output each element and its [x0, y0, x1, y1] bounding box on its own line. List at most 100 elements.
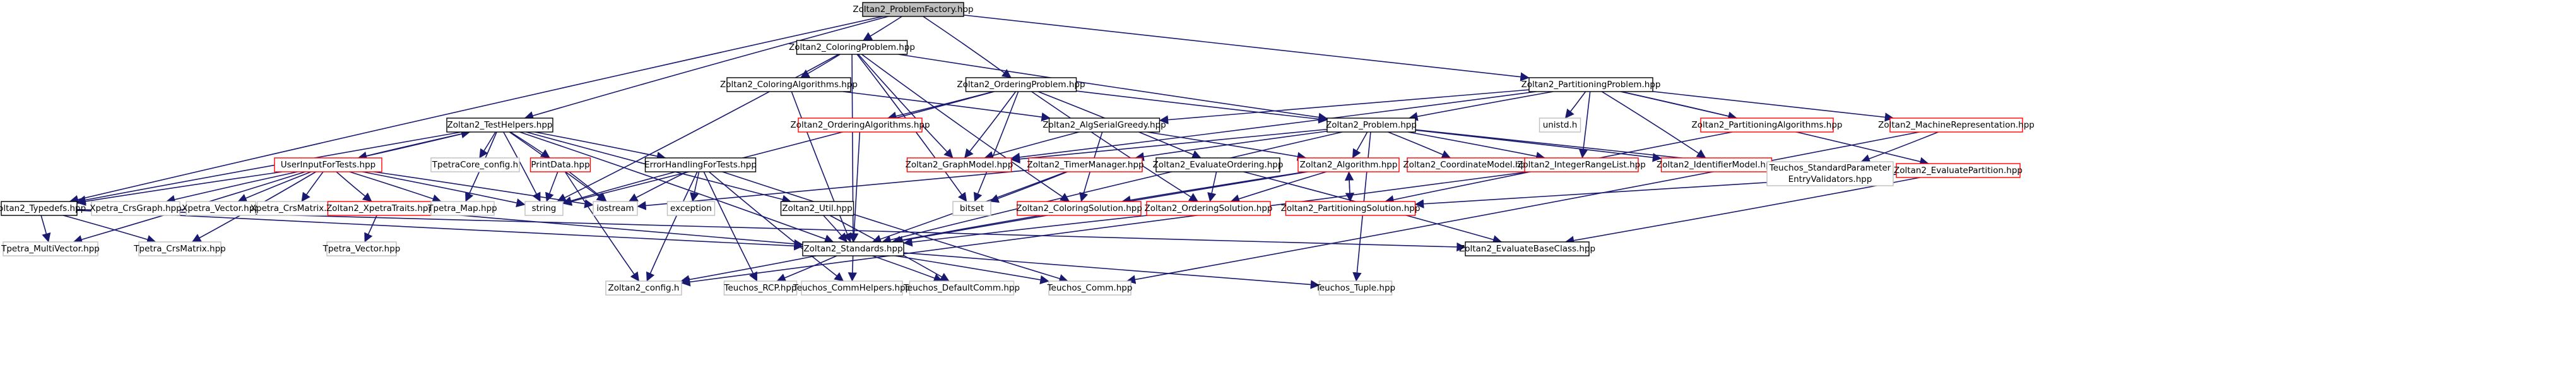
- node-zoltan2-coloringproblem[interactable]: Zoltan2_ColoringProblem.hpp: [789, 40, 915, 55]
- edge-zoltan2_partitioningproblem-to-zoltan2_integerrangelist: [1578, 91, 1591, 159]
- edge-zoltan2_partitioningproblem-to-zoltan2_problem: [1409, 91, 1554, 121]
- node-label: Xpetra_CrsMatrix.hpp: [251, 203, 343, 214]
- node-label: Teuchos_Comm.hpp: [1047, 283, 1133, 293]
- node-zoltan2-problemfactory[interactable]: Zoltan2_ProblemFactory.hpp: [853, 2, 974, 17]
- node-zoltan2-coordinatemodel[interactable]: Zoltan2_CoordinateModel.hpp: [1403, 157, 1532, 172]
- node-label: Zoltan2_Standards.hpp: [803, 244, 902, 254]
- node-box: [723, 280, 798, 296]
- edge-zoltan2_testhelpers-to-zoltan2_typedefs: [76, 131, 462, 205]
- node-box: [430, 157, 520, 172]
- node-box: [796, 40, 908, 55]
- node-label: Zoltan2_config.h: [608, 283, 680, 293]
- node-zoltan2-partitioningsolution[interactable]: Zoltan2_PartitioningSolution.hpp: [1281, 201, 1421, 216]
- node-box: [3, 241, 98, 256]
- node-label: Zoltan2_PartitioningProblem.hpp: [1521, 80, 1660, 90]
- edge-zoltan2_orderingsolution-to-zoltan2_standards: [903, 215, 1148, 247]
- node-zoltan2-integerrangelist[interactable]: Zoltan2_IntegerRangeList.hpp: [1517, 157, 1646, 172]
- node-tpetra-map: Tpetra_Map.hpp: [427, 201, 497, 216]
- node-label: Zoltan2_TimerManager.hpp: [1027, 160, 1143, 170]
- node-zoltan2-evaluatebaseclass[interactable]: Zoltan2_EvaluateBaseClass.hpp: [1459, 241, 1595, 256]
- edge-zoltan2_coloringproblem-to-zoltan2_graphmodel: [858, 54, 954, 159]
- node-zoltan2-algserialgreedy[interactable]: Zoltan2_AlgSerialGreedy.hpp: [1043, 117, 1166, 133]
- edge-zoltan2_coloringproblem-to-string: [557, 54, 839, 202]
- node-box: [906, 157, 1012, 172]
- edge-zoltan2_partitioningproblem-to-zoltan2_graphmodel: [1010, 91, 1537, 162]
- node-teuchos-tuple: Teuchos_Tuple.hpp: [1315, 280, 1395, 296]
- node-zoltan2-algorithm[interactable]: Zoltan2_Algorithm.hpp: [1297, 157, 1400, 172]
- node-zoltan2-orderingsolution[interactable]: Zoltan2_OrderingSolution.hpp: [1145, 201, 1273, 216]
- edge-zoltan2_coloringsolution-to-zoltan2_standards: [891, 215, 1041, 245]
- node-label: Teuchos_DefaultComm.hpp: [903, 283, 1020, 293]
- node-box: [1, 201, 78, 216]
- node-label: Teuchos_StandardParameter: [1769, 163, 1891, 173]
- node-box: [965, 77, 1077, 92]
- node-xpetra-vector: Xpetra_Vector.hpp: [182, 201, 260, 216]
- node-errorhandlingfortests[interactable]: ErrorHandlingForTests.hpp: [644, 157, 757, 172]
- node-label: Tpetra_Map.hpp: [427, 203, 497, 214]
- node-zoltan2-orderingalgorithms[interactable]: Zoltan2_OrderingAlgorithms.hpp: [790, 117, 930, 133]
- edge-useinputfortests-to-iostream: [374, 171, 594, 208]
- edge-useinputfortests-to-xpetra_crsgraph: [165, 171, 298, 204]
- node-zoltan2-identifiermodel[interactable]: Zoltan2_IdentifierModel.hpp: [1657, 157, 1776, 172]
- node-zoltan2-evaluatepartition[interactable]: Zoltan2_EvaluatePartition.hpp: [1894, 163, 2023, 178]
- node-label: iostream: [596, 203, 634, 214]
- edge-zoltan2_orderingalgorithms-to-zoltan2_standards: [849, 131, 861, 243]
- node-printdata[interactable]: PrintData.hpp: [529, 157, 591, 172]
- node-tpetracore-config: TpetraCore_config.h: [430, 157, 520, 172]
- node-label: Xpetra_Vector.hpp: [182, 203, 260, 214]
- node-label: Zoltan2_EvaluateOrdering.hpp: [1153, 160, 1284, 170]
- node-box: [1528, 77, 1653, 92]
- node-label: Zoltan2_CoordinateModel.hpp: [1403, 160, 1531, 170]
- node-zoltan2-coloringsolution[interactable]: Zoltan2_ColoringSolution.hpp: [1016, 201, 1142, 216]
- node-zoltan2-orderingproblem[interactable]: Zoltan2_OrderingProblem.hpp: [957, 77, 1085, 92]
- node-label: string: [532, 203, 557, 214]
- node-label: Zoltan2_OrderingSolution.hpp: [1145, 203, 1273, 214]
- node-box: [1524, 157, 1639, 172]
- node-zoltan2-xpetratraits[interactable]: Zoltan2_XpetraTraits.hpp: [326, 201, 434, 216]
- edge-zoltan2_coloringproblem-to-zoltan2_coloringalgorithms: [800, 54, 841, 78]
- node-zoltan2-coloringalgorithms[interactable]: Zoltan2_ColoringAlgorithms.hpp: [720, 77, 858, 92]
- node-label: PrintData.hpp: [531, 160, 589, 170]
- node-label: UserInputForTests.hpp: [281, 160, 375, 170]
- node-zoltan2-standards[interactable]: Zoltan2_Standards.hpp: [802, 241, 904, 256]
- edge-zoltan2_problem-to-zoltan2_standards: [882, 131, 1343, 244]
- node-zoltan2-problem[interactable]: Zoltan2_Problem.hpp: [1326, 117, 1417, 133]
- edge-zoltan2_partitioningproblem-to-zoltan2_machinerepresentation: [1652, 91, 1894, 122]
- node-zoltan2-util[interactable]: Zoltan2_Util.hpp: [780, 201, 854, 216]
- node-box: [1465, 241, 1590, 256]
- node-label: Zoltan2_IntegerRangeList.hpp: [1517, 160, 1646, 170]
- edge-printdata-to-string: [545, 171, 558, 202]
- edge-zoltan2_testhelpers-to-printdata: [510, 131, 550, 159]
- edge-zoltan2_xpetratraits-to-zoltan2_standards: [432, 212, 803, 249]
- node-zoltan2-machinerepresentation[interactable]: Zoltan2_MachineRepresentation.hpp: [1878, 117, 2035, 133]
- node-zoltan2-partitioningproblem[interactable]: Zoltan2_PartitioningProblem.hpp: [1521, 77, 1661, 92]
- node-box: [326, 241, 397, 256]
- node-label: exception: [670, 203, 712, 214]
- node-zoltan2-graphmodel[interactable]: Zoltan2_GraphModel.hpp: [906, 157, 1013, 172]
- node-zoltan2-partitioningalgorithms[interactable]: Zoltan2_PartitioningAlgorithms.hpp: [1692, 117, 1843, 133]
- node-zoltan2-timermanager[interactable]: Zoltan2_TimerManager.hpp: [1027, 157, 1144, 172]
- node-zoltan2-evaluateordering[interactable]: Zoltan2_EvaluateOrdering.hpp: [1153, 157, 1284, 172]
- node-label: Teuchos_RCP.hpp: [724, 283, 797, 293]
- edge-zoltan2_typedefs-to-tpetra_multivector: [40, 215, 51, 243]
- edge-zoltan2_problem-to-zoltan2_timermanager: [1135, 130, 1328, 162]
- node-useinputfortests[interactable]: UserInputForTests.hpp: [274, 157, 382, 172]
- edge-zoltan2_problemfactory-to-zoltan2_partitioningproblem: [963, 15, 1530, 81]
- node-box: [593, 201, 638, 216]
- node-zoltan2-typedefs[interactable]: Zoltan2_Typedefs.hpp: [0, 201, 86, 216]
- edge-zoltan2_coloringalgorithms-to-zoltan2_algserialgreedy: [842, 91, 1051, 122]
- node-layer: Zoltan2_ProblemFactory.hppZoltan2_Colori…: [0, 2, 2035, 296]
- node-string: string: [524, 201, 564, 216]
- edge-errorhandlingfortests-to-teuchos_comm: [722, 171, 1068, 283]
- edge-zoltan2_orderingproblem-to-string: [562, 91, 995, 206]
- node-label: bitset: [960, 203, 984, 214]
- node-teuchos-defaultcomm: Teuchos_DefaultComm.hpp: [903, 280, 1020, 296]
- node-label: Zoltan2_OrderingProblem.hpp: [957, 80, 1085, 90]
- edge-useinputfortests-to-zoltan2_typedefs: [76, 171, 283, 206]
- edge-useinputfortests-to-xpetra_crsmatrix: [301, 171, 324, 202]
- edge-errorhandlingfortests-to-exception: [690, 171, 700, 202]
- node-teuchos-comm: Teuchos_Comm.hpp: [1047, 280, 1133, 296]
- node-zoltan2-testhelpers[interactable]: Zoltan2_TestHelpers.hpp: [446, 117, 553, 133]
- node-unistd-h: unistd.h: [1539, 117, 1581, 133]
- node-box: [524, 201, 564, 216]
